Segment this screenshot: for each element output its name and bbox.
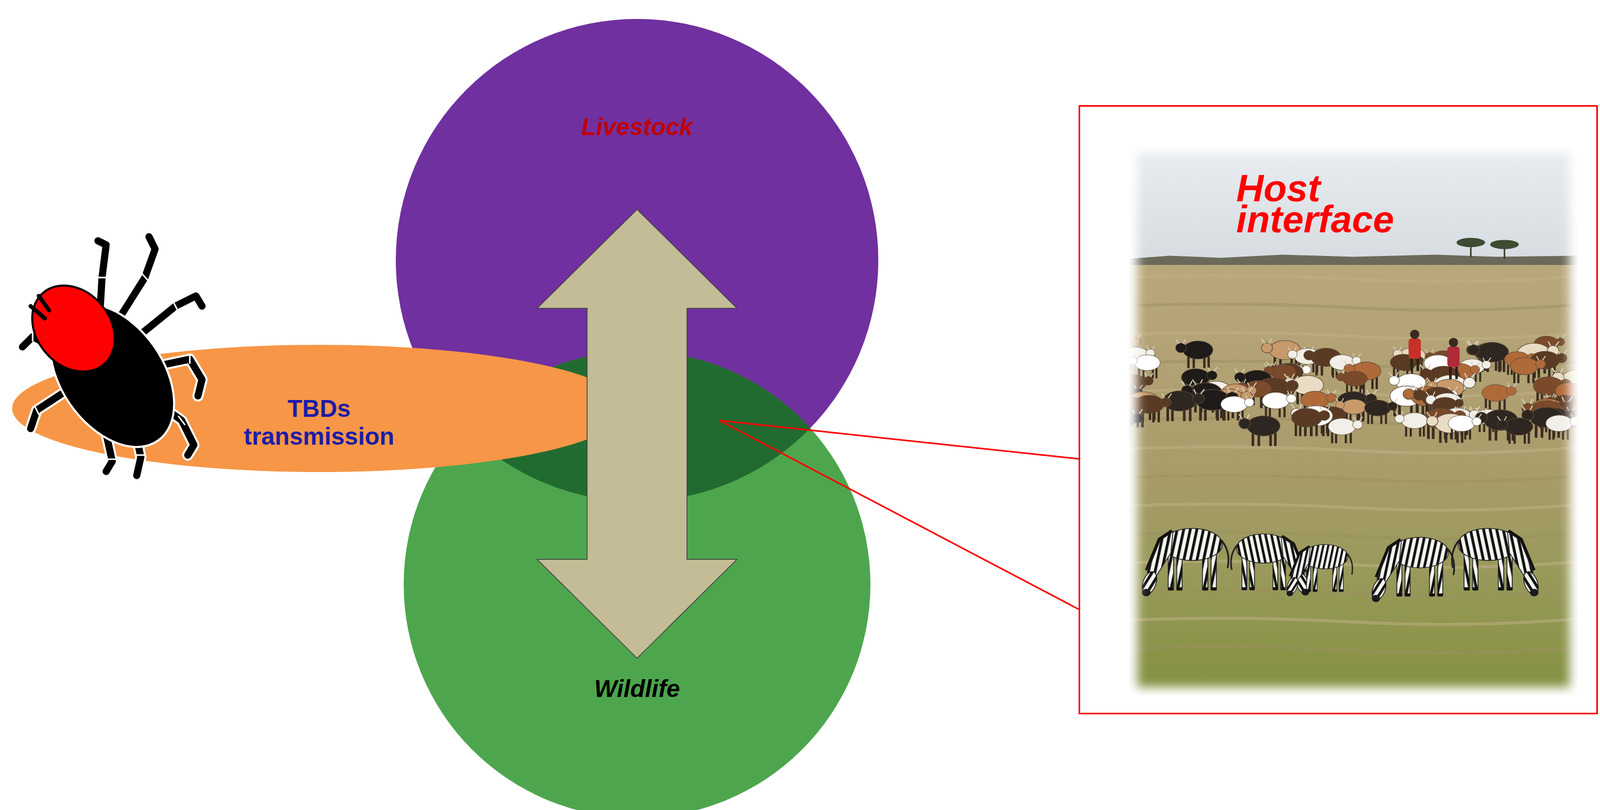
cow <box>1336 370 1368 395</box>
cow <box>1290 404 1333 437</box>
acacia-canopy <box>1490 239 1519 249</box>
zebra <box>1451 528 1541 597</box>
grass-texture <box>1129 475 1578 482</box>
grass-texture <box>1129 647 1578 654</box>
herder <box>1408 329 1421 372</box>
acacia-canopy <box>1456 238 1485 248</box>
zebra <box>1284 544 1353 597</box>
cow <box>1545 413 1580 440</box>
treeline <box>1129 254 1578 265</box>
leader-line <box>719 420 1079 610</box>
cow <box>1328 416 1363 444</box>
cow <box>1291 406 1330 437</box>
herder <box>1447 337 1460 380</box>
cattle-herd <box>1097 334 1595 446</box>
zebra <box>1231 534 1312 596</box>
grass-texture <box>1129 275 1578 282</box>
leader-line <box>719 420 1079 610</box>
grass-texture <box>1129 618 1578 625</box>
cow <box>1481 383 1517 410</box>
zebra <box>1369 537 1454 602</box>
cow <box>1238 414 1280 447</box>
zebra <box>1139 528 1229 597</box>
cow <box>1395 411 1428 437</box>
grass-texture <box>1129 589 1578 597</box>
cow <box>1220 394 1254 421</box>
grass-texture <box>1129 446 1578 454</box>
cow <box>1497 416 1534 444</box>
node-label: Host interface <box>1236 172 1437 235</box>
tick-mouthparts <box>30 295 49 319</box>
leader-line <box>719 420 1079 459</box>
cow <box>1103 409 1143 440</box>
host-interface-box: Host interface <box>1078 105 1598 715</box>
node-label: Wildlife <box>593 674 680 703</box>
double-arrow <box>537 209 737 659</box>
grass-texture <box>1129 504 1578 511</box>
sky <box>1129 144 1578 268</box>
grass-texture <box>1129 304 1578 311</box>
tick-scutum <box>15 269 132 389</box>
cow <box>1448 413 1482 440</box>
node-label: Livestock <box>581 113 693 141</box>
grassland <box>1129 258 1578 696</box>
cow <box>1364 398 1398 424</box>
cow <box>1175 339 1214 369</box>
grass-texture <box>1129 332 1578 340</box>
node-label: TBDs transmission <box>213 394 425 451</box>
tick-icon <box>15 236 203 476</box>
